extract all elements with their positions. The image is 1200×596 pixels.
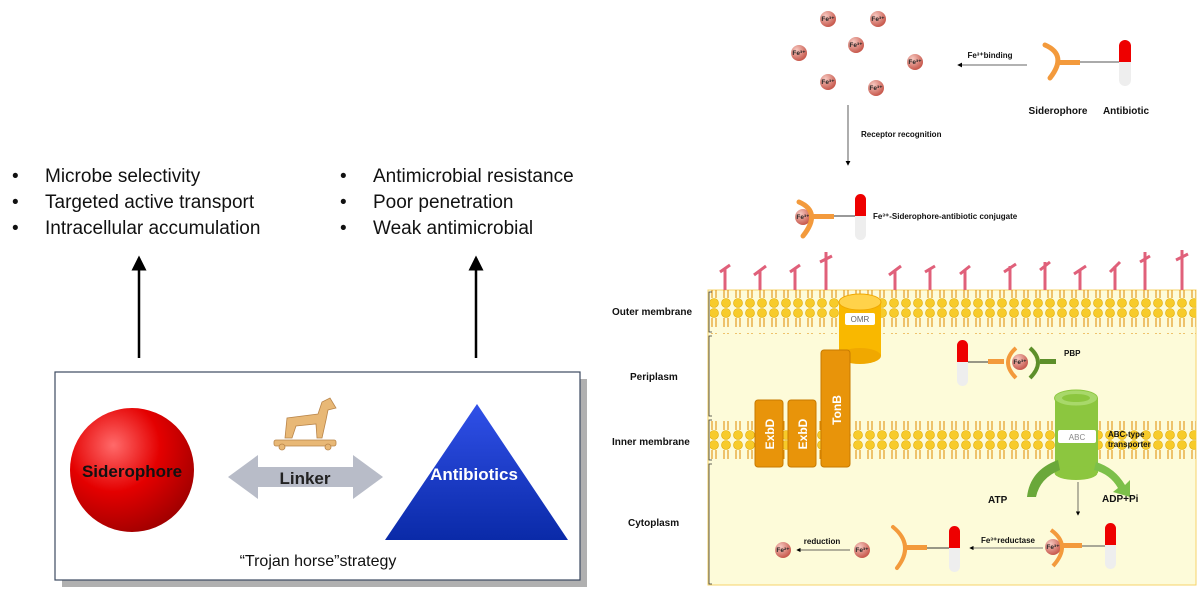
antibiotics-label: Antibiotics (430, 465, 518, 484)
atp-label: ATP (988, 495, 1008, 506)
strategy-label: “Trojan horse”strategy (240, 553, 397, 570)
svg-text:Microbe selectivity: Microbe selectivity (45, 166, 201, 187)
advantages-list: • Microbe selectivity • Targeted active tr… (12, 166, 260, 239)
list-item: • Microbe selectivity (12, 166, 201, 187)
iron-ion: Fe³⁺ (907, 54, 923, 70)
siderophore-antibiotic-legend (1042, 40, 1131, 86)
iron-ion: Fe³⁺ (791, 45, 807, 61)
svg-text:•: • (12, 192, 19, 213)
svg-text:Fe³⁺: Fe³⁺ (821, 16, 835, 23)
svg-text:Fe²⁺: Fe²⁺ (776, 547, 790, 554)
lps-chains (719, 250, 1189, 290)
abc-label: ABC (1069, 433, 1086, 442)
iron-ion: Fe³⁺ (854, 542, 870, 558)
svg-text:Fe³⁺: Fe³⁺ (1046, 544, 1060, 551)
abc-type-label: ABC-type (1108, 430, 1145, 439)
svg-text:•: • (340, 192, 347, 213)
list-item: • Intracellular accumulation (12, 218, 260, 239)
svg-text:TonB: TonB (830, 395, 844, 425)
exbd-protein: ExbD (754, 399, 784, 468)
siderophore-legend-label: Siderophore (1029, 106, 1088, 117)
trojan-horse-icon (273, 397, 337, 451)
conjugate-label: Fe³⁺-Siderophore-antibiotic conjugate (873, 212, 1018, 221)
tonb-protein: TonB (820, 349, 851, 468)
antibiotics-triangle (385, 404, 568, 540)
svg-text:Fe³⁺: Fe³⁺ (1013, 359, 1027, 366)
linker-arrow (228, 455, 383, 499)
svg-text:Fe³⁺: Fe³⁺ (792, 50, 806, 57)
drawbacks-list: • Antimicrobial resistance • Poor penetrat… (340, 166, 574, 239)
list-item: • Weak antimicrobial (340, 218, 533, 239)
svg-text:Intracellular accumulation: Intracellular accumulation (45, 218, 260, 239)
svg-text:Fe³⁺: Fe³⁺ (849, 42, 863, 49)
iron-ion: Fe³⁺ (820, 74, 836, 90)
adp-label: ADP+Pi (1102, 494, 1139, 505)
svg-text:Antimicrobial resistance: Antimicrobial resistance (373, 166, 574, 187)
svg-text:Weak antimicrobial: Weak antimicrobial (373, 218, 533, 239)
svg-text:Fe³⁺: Fe³⁺ (869, 85, 883, 92)
reductase-label: Fe³⁺reductase (981, 536, 1036, 545)
antibiotic-legend-label: Antibiotic (1103, 106, 1150, 117)
ferrous-ion: Fe²⁺ (775, 542, 791, 558)
receptor-recognition-label: Receptor recognition (861, 130, 942, 139)
region-inner-membrane: Inner membrane (612, 437, 690, 448)
pbp-complex: Fe³⁺ (957, 340, 1056, 386)
svg-text:•: • (340, 218, 347, 239)
conjugate-icon: Fe³⁺ (795, 194, 866, 240)
svg-text:Fe³⁺: Fe³⁺ (796, 214, 810, 221)
list-item: • Poor penetration (340, 192, 514, 213)
iron-ion: Fe³⁺ (868, 80, 884, 96)
omr-label: OMR (851, 315, 870, 324)
linker-label: Linker (279, 469, 330, 488)
atp-arrow (1027, 460, 1060, 497)
region-periplasm: Periplasm (630, 372, 678, 383)
iron-ion: Fe³⁺ (848, 37, 864, 53)
region-outer-membrane: Outer membrane (612, 307, 692, 318)
svg-text:Fe³⁺: Fe³⁺ (821, 79, 835, 86)
fe-binding-label: Fe³⁺binding (967, 51, 1012, 60)
siderophore-sphere (70, 408, 194, 532)
free-iron-group: Fe³⁺ Fe³⁺ Fe³⁺ Fe³⁺ Fe³⁺ Fe³⁺ Fe³⁺ (791, 11, 923, 96)
svg-text:ExbD: ExbD (796, 418, 810, 449)
siderophore-label: Siderophore (82, 462, 182, 481)
svg-text:Fe³⁺: Fe³⁺ (908, 59, 922, 66)
svg-text:•: • (340, 166, 347, 187)
iron-ion: Fe³⁺ (870, 11, 886, 27)
iron-ion: Fe³⁺ (820, 11, 836, 27)
list-item: • Antimicrobial resistance (340, 166, 574, 187)
region-brackets (708, 291, 712, 585)
outer-membrane (710, 290, 1196, 334)
abc-transporter: ABC (1054, 389, 1098, 480)
svg-text:Poor penetration: Poor penetration (373, 192, 514, 213)
conjugate-inside: Fe³⁺ (1045, 523, 1116, 569)
svg-text:Targeted active transport: Targeted active transport (45, 192, 255, 213)
free-siderophore-antibiotic (891, 525, 960, 572)
svg-text:•: • (12, 166, 19, 187)
svg-text:Fe³⁺: Fe³⁺ (871, 16, 885, 23)
reduction-label: reduction (804, 537, 841, 546)
omr-receptor: OMR (838, 293, 882, 364)
exbd-protein: ExbD (787, 399, 817, 468)
list-item: • Targeted active transport (12, 192, 255, 213)
svg-text:Fe³⁺: Fe³⁺ (855, 547, 869, 554)
svg-text:•: • (12, 218, 19, 239)
region-cytoplasm: Cytoplasm (628, 518, 679, 529)
adp-arrow (1094, 462, 1130, 497)
pbp-label: PBP (1064, 349, 1081, 358)
svg-text:ExbD: ExbD (763, 418, 777, 449)
transporter-label: transporter (1108, 440, 1151, 449)
